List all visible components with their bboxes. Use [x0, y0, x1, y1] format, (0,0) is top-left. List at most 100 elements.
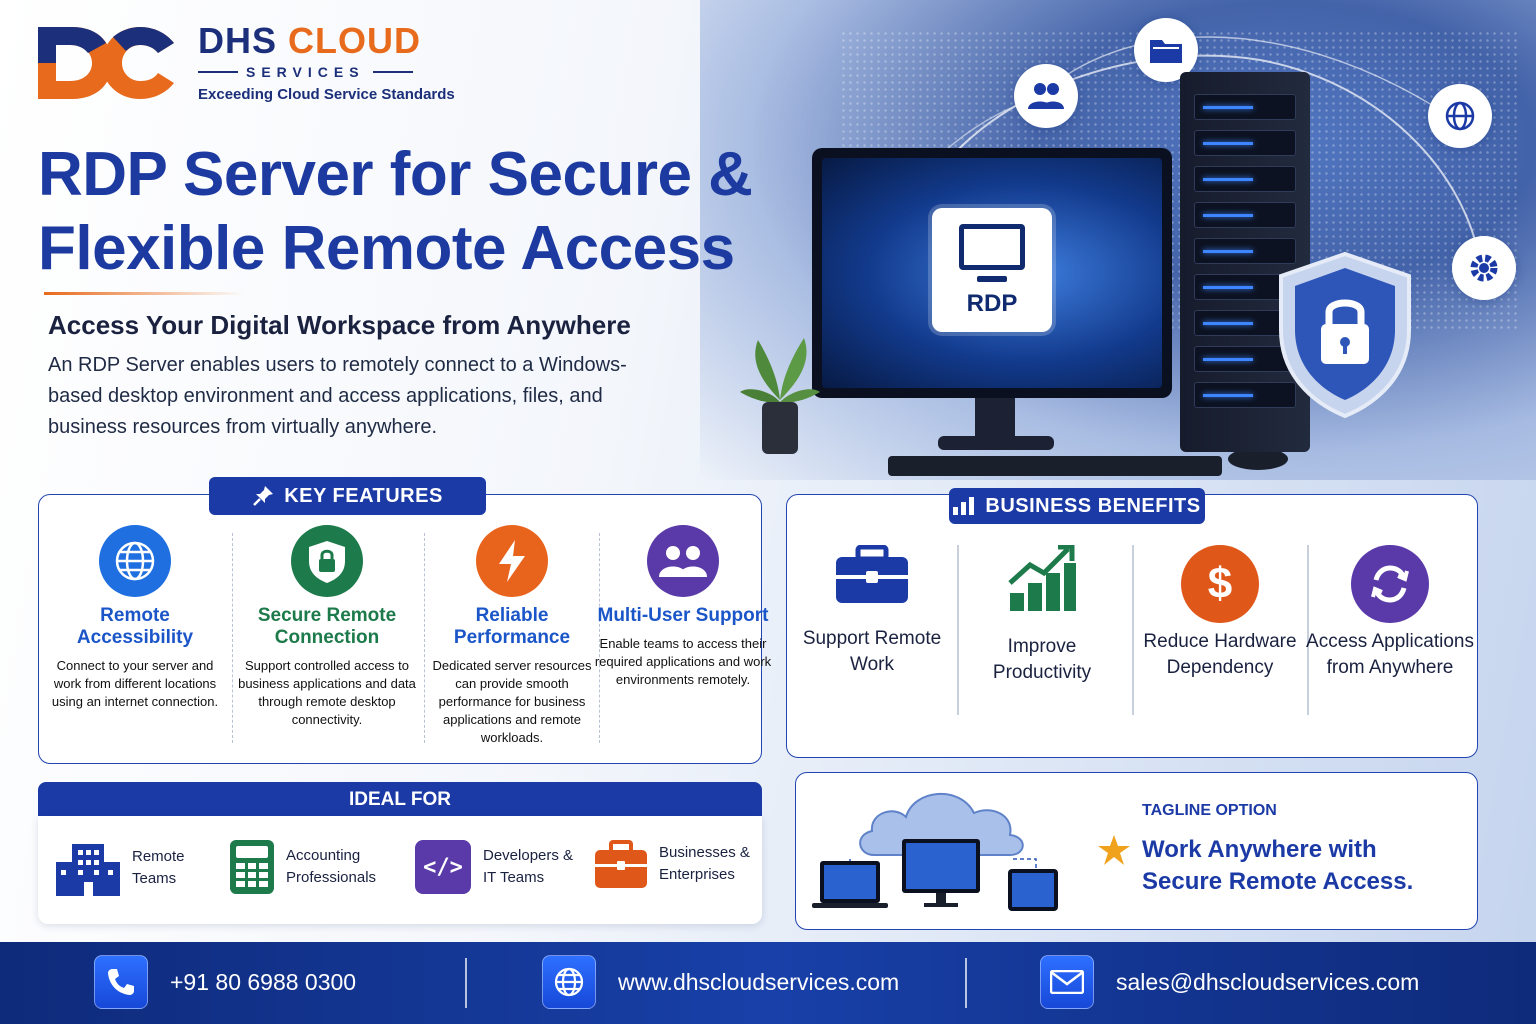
growth-chart-icon — [1008, 544, 1076, 611]
business-benefits-heading: BUSINESS BENEFITS — [949, 488, 1205, 524]
security-shield-icon — [1279, 251, 1411, 419]
globe-icon — [542, 955, 596, 1009]
footer-divider — [965, 958, 967, 1008]
lightning-icon — [476, 525, 548, 597]
feature-description: Dedicated server resources can provide s… — [432, 658, 592, 745]
hero-illustration: RDP — [720, 0, 1536, 490]
benefit-title: Access Applications from Anywhere — [1306, 631, 1474, 678]
ideal-item-line1: Remote — [132, 848, 185, 865]
page-title: RDP Server for Secure & Flexible Remote … — [38, 138, 798, 286]
rdp-app-icon: RDP — [932, 208, 1052, 332]
benefit-productivity: Improve Productivity — [957, 544, 1127, 686]
plant-decoration — [740, 338, 820, 454]
keyboard — [888, 456, 1222, 476]
footer: +91 80 6988 0300 www.dhscloudservices.co… — [0, 942, 1536, 1024]
feature-title: Secure Remote Connection — [257, 605, 397, 648]
lock-shield-icon — [291, 525, 363, 597]
brand-name-accent: CLOUD — [288, 20, 422, 61]
brand-logo[interactable]: DHS CLOUD SERVICES Exceeding Cloud Servi… — [38, 22, 455, 103]
feature-description: Support controlled access to business ap… — [238, 658, 416, 727]
ideal-item-line2: Enterprises — [659, 866, 735, 883]
ideal-item-line1: Accounting — [286, 847, 361, 864]
ideal-item-businesses: Businesses & Enterprises — [595, 840, 750, 888]
tagline-line1: Work Anywhere with — [1142, 836, 1377, 863]
monitor-base — [938, 436, 1054, 450]
page-subtitle: Access Your Digital Workspace from Anywh… — [48, 310, 631, 340]
footer-website-link[interactable]: www.dhscloudservices.com — [618, 968, 900, 995]
benefit-title: Support Remote Work — [802, 628, 942, 675]
feature-title: Remote Accessibility — [76, 605, 194, 648]
star-icon — [1098, 835, 1130, 865]
feature-remote-accessibility: Remote Accessibility Connect to your ser… — [45, 525, 225, 711]
pin-icon — [253, 486, 274, 506]
ideal-item-remote-teams: Remote Teams — [56, 840, 185, 896]
footer-website[interactable]: www.dhscloudservices.com — [542, 955, 899, 1009]
key-features-panel: Remote Accessibility Connect to your ser… — [38, 494, 771, 764]
phone-icon — [94, 955, 148, 1009]
users-icon — [1014, 64, 1078, 128]
ideal-item-line1: Developers & — [483, 847, 574, 864]
tagline-line2: Secure Remote Access. — [1142, 868, 1414, 895]
benefit-divider — [957, 545, 959, 715]
calculator-icon — [230, 840, 274, 894]
monitor-screen: RDP — [822, 158, 1162, 388]
footer-phone[interactable]: +91 80 6988 0300 — [94, 955, 356, 1009]
cloud-devices-icon — [812, 792, 1058, 911]
code-icon: </> — [415, 840, 471, 894]
ideal-item-line2: IT Teams — [483, 869, 545, 886]
footer-email-link[interactable]: sales@dhscloudservices.com — [1116, 968, 1420, 995]
key-features-heading: KEY FEATURES — [209, 477, 486, 515]
gear-icon — [1452, 236, 1516, 300]
feature-title: Multi-User Support — [597, 605, 769, 626]
brand-tagline: Exceeding Cloud Service Standards — [198, 86, 455, 103]
benefit-remote-work: Support Remote Work — [787, 544, 957, 678]
monitor-stand — [975, 398, 1015, 438]
page-description: An RDP Server enables users to remotely … — [48, 354, 627, 438]
brand-divider-left — [198, 71, 238, 73]
folder-icon — [1134, 18, 1198, 82]
tagline-text: Work Anywhere with Secure Remote Access. — [1142, 834, 1442, 898]
feature-title: Reliable Performance — [453, 605, 571, 648]
mouse — [1228, 448, 1288, 470]
briefcase-icon — [836, 544, 908, 603]
brand-name-primary: DHS — [198, 20, 278, 61]
server-tower — [1180, 72, 1310, 452]
business-benefits-label: BUSINESS BENEFITS — [985, 494, 1201, 517]
globe-icon — [1428, 84, 1492, 148]
feature-divider — [599, 533, 600, 743]
benefit-reduce-hardware: $ Reduce Hardware Dependency — [1135, 545, 1305, 681]
globe-icon — [99, 525, 171, 597]
ideal-item-accounting: Accounting Professionals — [230, 840, 376, 894]
sync-icon — [1351, 545, 1429, 623]
feature-reliable-performance: Reliable Performance Dedicated server re… — [422, 525, 602, 747]
brand-divider-right — [372, 71, 413, 73]
footer-phone-text[interactable]: +91 80 6988 0300 — [170, 968, 357, 995]
ideal-item-developers: </> Developers & IT Teams — [415, 840, 573, 894]
feature-secure-connection: Secure Remote Connection Support control… — [237, 525, 417, 729]
feature-divider — [424, 533, 425, 743]
ideal-item-line2: Professionals — [286, 869, 377, 886]
feature-description: Enable teams to access their required ap… — [594, 636, 772, 687]
bar-chart-icon — [953, 497, 975, 515]
benefit-access-anywhere: Access Applications from Anywhere — [1305, 545, 1475, 681]
title-line-1: RDP Server for Secure & — [38, 140, 753, 209]
footer-divider — [465, 958, 467, 1008]
benefit-divider — [1132, 545, 1134, 715]
ideal-item-line2: Teams — [132, 870, 177, 887]
monitor: RDP — [812, 148, 1172, 398]
users-icon — [647, 525, 719, 597]
tagline-label: TAGLINE OPTION — [1142, 802, 1277, 819]
business-benefits-panel: Support Remote Work Improve Productivity… — [786, 494, 1478, 758]
ideal-for-heading: IDEAL FOR — [38, 782, 762, 818]
tagline-panel — [795, 772, 1478, 930]
benefit-divider — [1307, 545, 1309, 715]
footer-email[interactable]: sales@dhscloudservices.com — [1040, 955, 1419, 1009]
mail-icon — [1040, 955, 1094, 1009]
benefit-title: Reduce Hardware Dependency — [1143, 631, 1297, 678]
ideal-for-panel: Remote Teams Accounting Professionals </… — [38, 816, 762, 924]
building-icon — [56, 844, 120, 896]
brand-services-label: SERVICES — [246, 64, 365, 80]
briefcase-icon — [595, 840, 647, 888]
dollar-icon: $ — [1181, 545, 1259, 623]
benefit-title: Improve Productivity — [992, 636, 1092, 683]
